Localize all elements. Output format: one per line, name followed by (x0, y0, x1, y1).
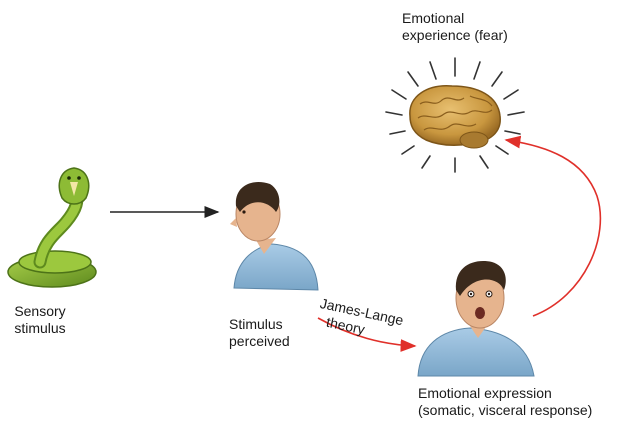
brain-illustration (385, 57, 525, 173)
label-emotional-expression-line2: (somatic, visceral response) (418, 402, 593, 418)
label-emotional-experience-line2: experience (fear) (402, 27, 508, 43)
frightened-man-illustration (417, 261, 535, 377)
label-sensory-stimulus: Sensory stimulus (12, 303, 68, 337)
arrow-expression-to-experience (504, 135, 602, 317)
calm-man-illustration (230, 182, 319, 291)
label-emotional-expression-line1: Emotional expression (418, 385, 552, 401)
snake-illustration (7, 167, 97, 288)
arrow-perception-to-expression (317, 317, 417, 352)
label-emotional-expression: Emotional expression (somatic, visceral … (418, 385, 592, 419)
label-stimulus-perceived-line2: perceived (229, 333, 290, 349)
label-stimulus-perceived-line1: Stimulus (229, 316, 283, 332)
label-sensory-stimulus-line1: Sensory (14, 303, 66, 319)
label-emotional-experience-line1: Emotional (402, 10, 465, 26)
label-emotional-experience: Emotional experience (fear) (402, 10, 508, 44)
label-stimulus-perceived: Stimulus perceived (229, 316, 290, 350)
label-sensory-stimulus-line2: stimulus (14, 320, 66, 336)
